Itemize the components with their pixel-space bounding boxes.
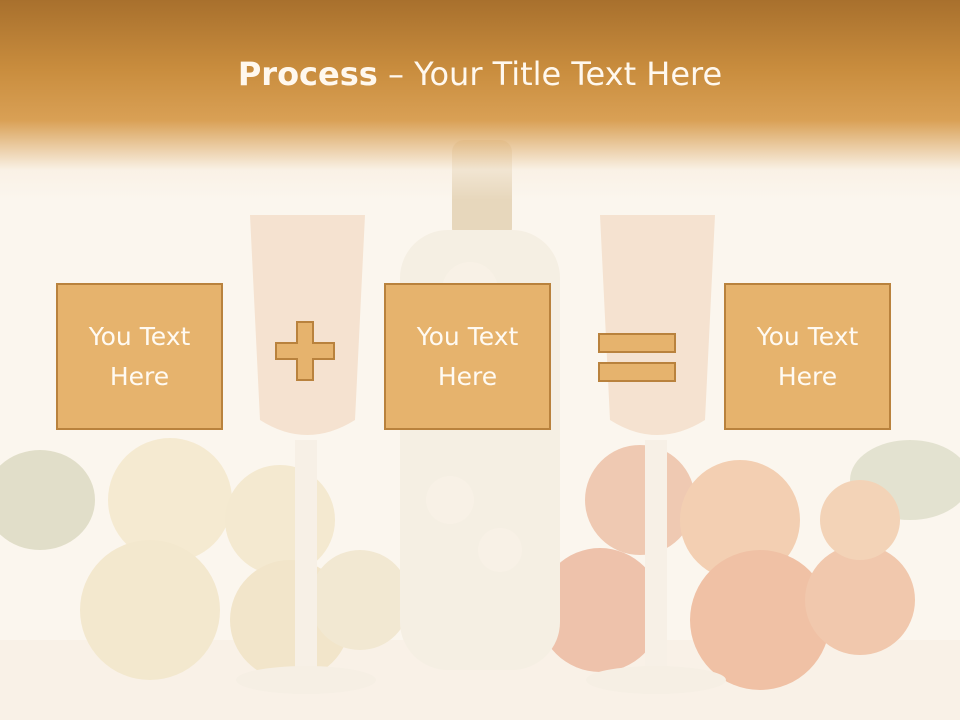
text-box-1-line1: You Text [88,321,191,351]
slide-title[interactable]: Process – Your Title Text Here [0,55,960,93]
title-rest: Your Title Text Here [414,55,723,93]
text-box-3-line1: You Text [756,321,859,351]
text-box-2[interactable]: You Text Here [384,283,551,430]
text-box-2-line2: Here [437,361,498,391]
text-box-3[interactable]: You Text Here [724,283,891,430]
title-dash: – [377,55,415,93]
text-box-1[interactable]: You Text Here [56,283,223,430]
text-box-1-line2: Here [109,361,170,391]
text-box-3-line2: Here [777,361,838,391]
text-box-2-line1: You Text [416,321,519,351]
title-bold: Process [237,55,378,93]
title-bar [0,0,960,200]
